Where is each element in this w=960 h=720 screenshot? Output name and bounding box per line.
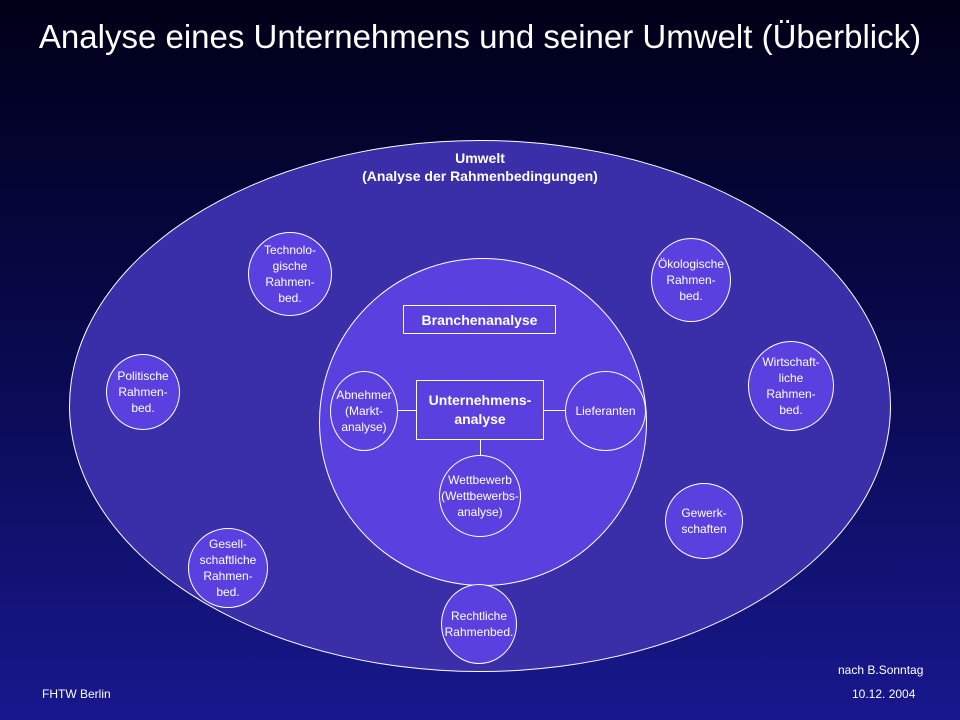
suppliers-node: Lieferanten bbox=[565, 371, 646, 451]
connector-competition bbox=[480, 440, 481, 456]
slide-title: Analyse eines Unternehmens und seiner Um… bbox=[38, 18, 922, 55]
customers-node: Abnehmer (Markt- analyse) bbox=[330, 371, 398, 451]
connector-customers bbox=[398, 410, 416, 411]
industry-analysis-box: Branchenanalyse bbox=[403, 305, 556, 334]
environment-label: Umwelt (Analyse der Rahmenbedingungen) bbox=[362, 150, 598, 184]
social-node: Gesell- schaftliche Rahmen- bed. bbox=[188, 528, 268, 608]
company-analysis-box: Unternehmens- analyse bbox=[416, 380, 544, 440]
political-node: Politische Rahmen- bed. bbox=[106, 354, 180, 430]
legal-node: Rechtliche Rahmenbed. bbox=[441, 584, 517, 664]
unions-node: Gewerk- schaften bbox=[665, 483, 743, 559]
competition-node: Wettbewerb (Wettbewerbs- analyse) bbox=[439, 455, 521, 537]
date-label: 10.12. 2004 bbox=[852, 687, 916, 701]
source-note: nach B.Sonntag bbox=[838, 663, 924, 677]
connector-suppliers bbox=[543, 410, 566, 411]
ecological-node: Ökologische Rahmen- bed. bbox=[651, 238, 731, 322]
institution-label: FHTW Berlin bbox=[42, 687, 111, 701]
economic-node: Wirtschaft- liche Rahmen- bed. bbox=[748, 341, 834, 431]
technological-node: Technolo- gische Rahmen- bed. bbox=[248, 232, 332, 316]
